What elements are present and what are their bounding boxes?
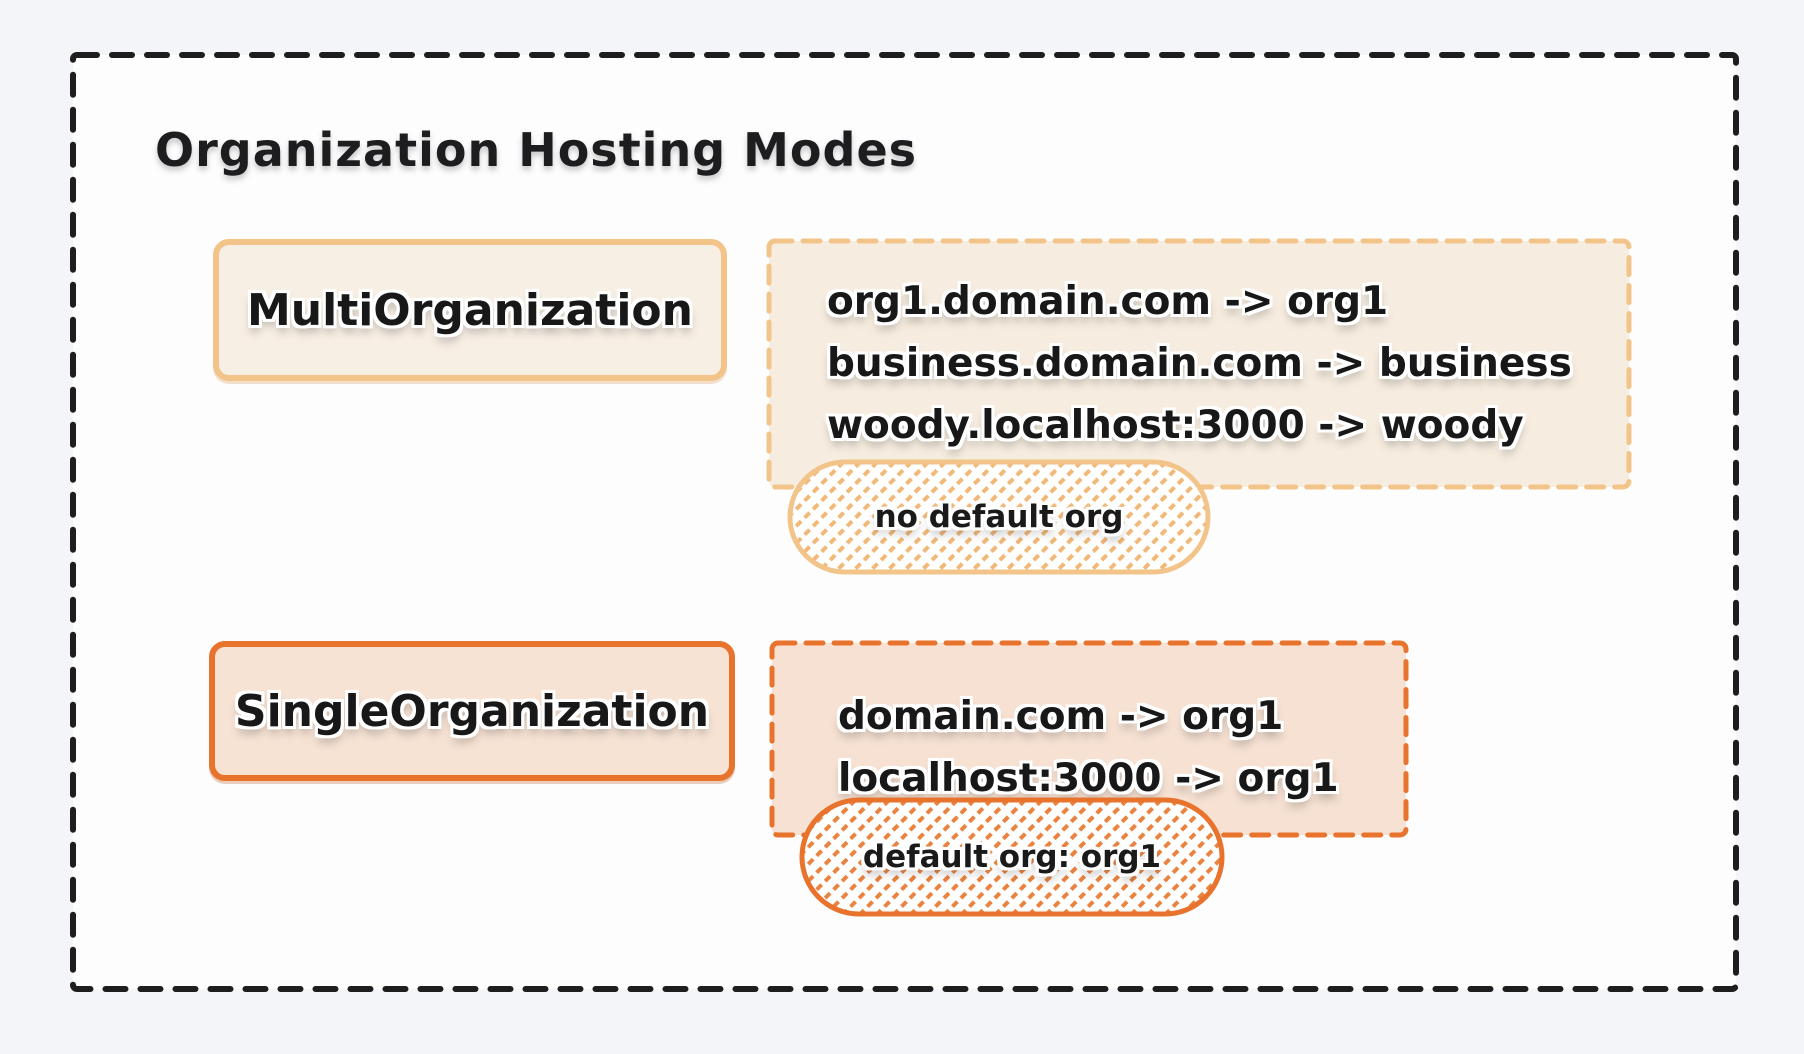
mapping-lines: domain.com -> org1 localhost:3000 -> org… — [768, 639, 1410, 839]
mode-label-multiorganization: MultiOrganization — [247, 284, 693, 336]
mode-box-singleorganization: SingleOrganization — [209, 641, 735, 781]
mapping-line: woody.localhost:3000 -> woody — [827, 403, 1524, 448]
badge-label: no default org — [874, 499, 1124, 535]
mappings-box-singleorganization: domain.com -> org1 localhost:3000 -> org… — [768, 639, 1410, 839]
mapping-line: business.domain.com -> business — [827, 341, 1572, 386]
mappings-box-multiorganization: org1.domain.com -> org1 business.domain.… — [765, 237, 1633, 491]
mode-label-singleorganization: SingleOrganization — [234, 685, 710, 737]
badge-label: default org: org1 — [862, 839, 1162, 875]
mapping-lines: org1.domain.com -> org1 business.domain.… — [765, 237, 1633, 491]
mapping-line: domain.com -> org1 — [838, 694, 1284, 739]
mode-box-multiorganization: MultiOrganization — [213, 239, 727, 381]
badge-default-org: default org: org1 — [799, 797, 1225, 917]
diagram-title: Organization Hosting Modes — [155, 123, 918, 177]
badge-no-default-org: no default org — [787, 459, 1211, 575]
badge-hatch-background-light — [787, 459, 1211, 575]
badge-hatch-background-strong — [799, 797, 1225, 917]
mapping-line: org1.domain.com -> org1 — [827, 279, 1389, 324]
mapping-line: localhost:3000 -> org1 — [838, 756, 1339, 801]
